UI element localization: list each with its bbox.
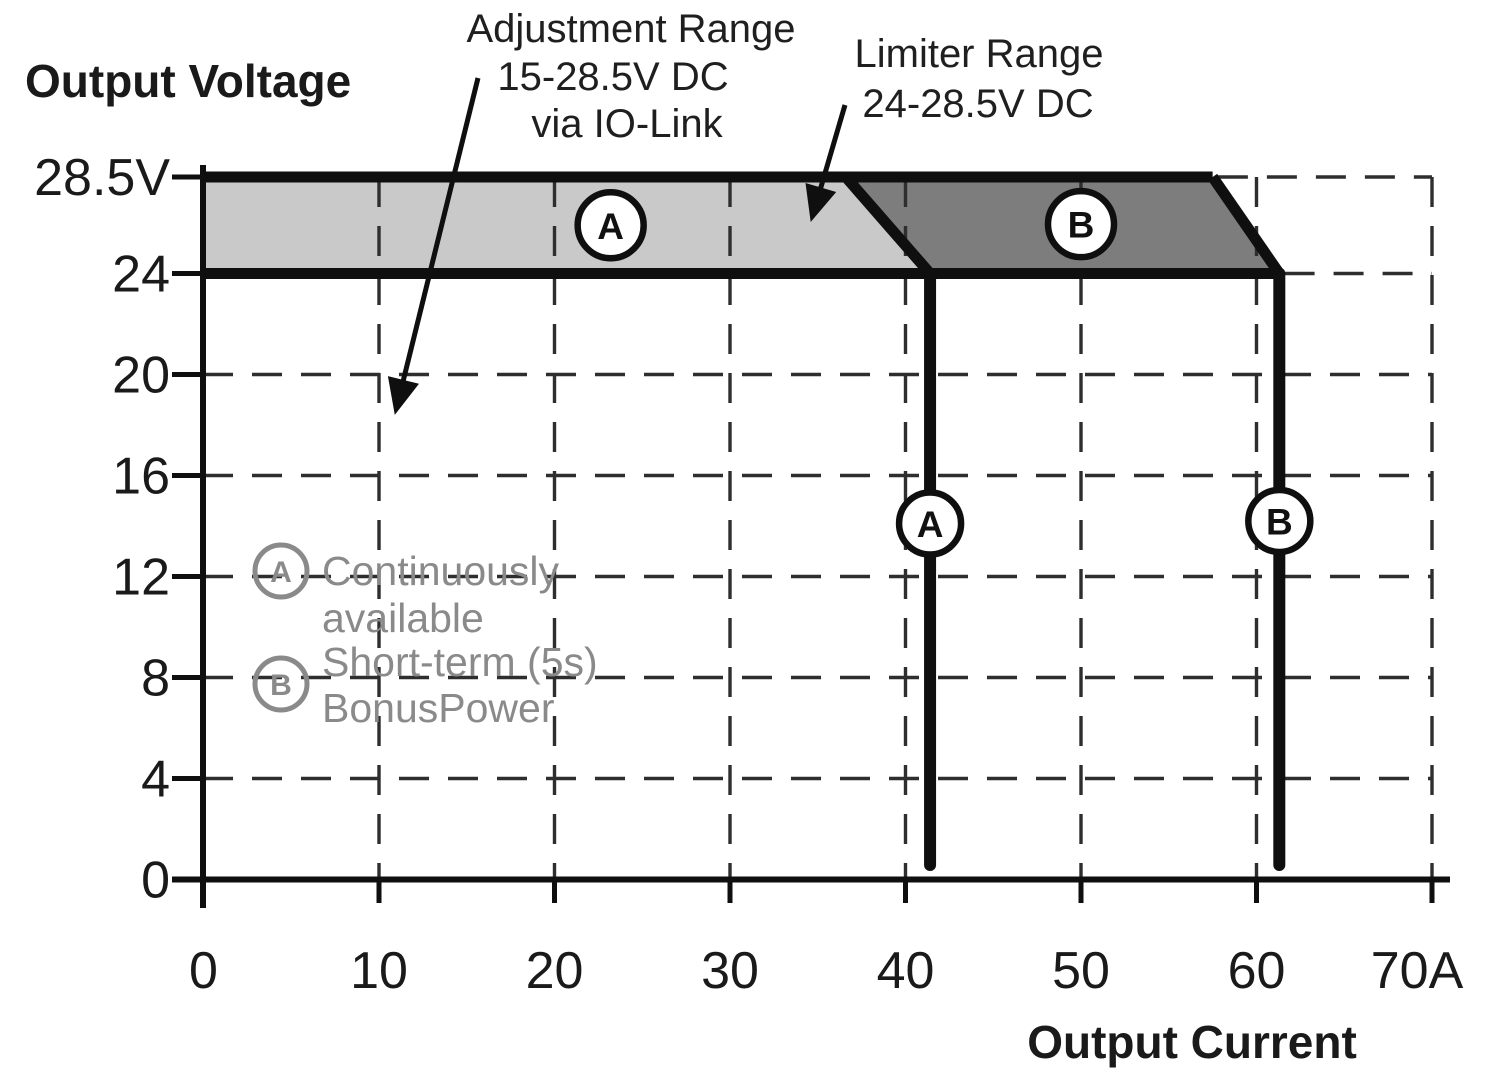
x-tick-label-10: 10 bbox=[350, 942, 408, 1000]
marker-circle-B-3 bbox=[1245, 486, 1314, 556]
marker-circle-A-0 bbox=[574, 189, 647, 262]
legend-b-text-line2: BonusPower bbox=[322, 685, 554, 731]
limiter-range-arrow-line bbox=[816, 104, 848, 194]
x-tick-label-70A: 70A bbox=[1371, 942, 1464, 1000]
marker-letter-A-2: A bbox=[917, 504, 944, 545]
legend-b-text-line1: Short-term (5s) bbox=[322, 639, 598, 685]
y-tick-label-24: 24 bbox=[112, 246, 170, 304]
y-tick-label-20: 20 bbox=[112, 347, 170, 405]
x-tick-label-0: 0 bbox=[189, 942, 218, 1000]
envelope-line-3 bbox=[1208, 173, 1284, 277]
marker-letter-B-3: B bbox=[1266, 501, 1293, 542]
current-limit-lines bbox=[924, 267, 1286, 871]
limiter-range-line1: Limiter Range bbox=[854, 32, 1103, 76]
x-tick-label-60: 60 bbox=[1228, 942, 1286, 1000]
marker-circle-B-1 bbox=[1044, 187, 1118, 261]
annotation-arrows bbox=[387, 77, 848, 415]
region-fills bbox=[203, 177, 1280, 274]
marker-circle-A-2 bbox=[895, 489, 965, 558]
adjustment-range-line2: 15-28.5V DC bbox=[497, 55, 728, 99]
legend-a-text-line1: Continuously bbox=[322, 548, 560, 594]
x-tick-label-20: 20 bbox=[526, 942, 584, 1000]
y-tick-label-28.5V: 28.5V bbox=[34, 149, 170, 207]
legend-b-circle-icon bbox=[252, 655, 310, 713]
marker-letter-A-0: A bbox=[597, 206, 624, 247]
region-markers: A B A B bbox=[574, 187, 1314, 558]
adjustment-range-line3: via IO-Link bbox=[531, 102, 723, 146]
y-tick-label-12: 12 bbox=[112, 549, 170, 607]
legend-a-circle-icon bbox=[252, 542, 310, 600]
adjustment-range-annotation: Adjustment Range 15-28.5V DC via IO-Link bbox=[466, 7, 795, 146]
region-borders bbox=[203, 171, 1284, 279]
legend: A Continuously available B Short-term (5… bbox=[252, 542, 598, 731]
y-tick-label-0: 0 bbox=[141, 852, 170, 910]
legend-a-letter: A bbox=[270, 556, 292, 589]
limiter-range-annotation: Limiter Range 24-28.5V DC bbox=[854, 32, 1103, 126]
y-tick-label-16: 16 bbox=[112, 448, 170, 506]
region-A-fill bbox=[203, 177, 931, 274]
envelope-line-2 bbox=[841, 173, 935, 278]
x-axis-title: Output Current bbox=[1027, 1016, 1357, 1068]
axes bbox=[172, 165, 1450, 908]
legend-b-letter: B bbox=[270, 669, 292, 702]
adjustment-range-arrow-head bbox=[387, 376, 419, 415]
adjustment-range-arrow-line bbox=[399, 77, 481, 387]
y-tick-label-8: 8 bbox=[141, 650, 170, 708]
limiter-range-line2: 24-28.5V DC bbox=[862, 82, 1093, 126]
adjustment-range-line1: Adjustment Range bbox=[466, 7, 795, 51]
marker-letter-B-1: B bbox=[1068, 205, 1095, 246]
limiter-range-arrow-head bbox=[805, 183, 837, 222]
y-tick-label-4: 4 bbox=[141, 751, 170, 809]
legend-a-text-line2: available bbox=[322, 595, 484, 641]
x-tick-label-50: 50 bbox=[1052, 942, 1110, 1000]
x-tick-label-40: 40 bbox=[877, 942, 935, 1000]
x-tick-label-30: 30 bbox=[701, 942, 759, 1000]
gridlines bbox=[203, 175, 1434, 879]
y-axis-title: Output Voltage bbox=[25, 55, 351, 107]
